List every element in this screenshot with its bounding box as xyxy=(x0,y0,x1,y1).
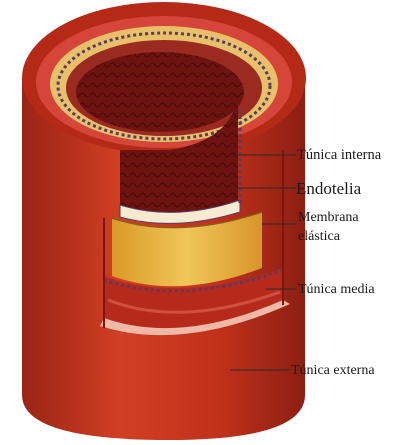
lumen xyxy=(76,52,244,132)
label-endotelia: Endotelia xyxy=(296,179,362,198)
label-elastica: elástica xyxy=(298,229,341,244)
label-tunica-interna: Túnica interna xyxy=(297,147,382,163)
label-membrana: Membrana xyxy=(298,210,359,225)
label-tunica-externa: Túnica externa xyxy=(291,363,375,378)
label-tunica-media: Túnica media xyxy=(298,282,375,297)
